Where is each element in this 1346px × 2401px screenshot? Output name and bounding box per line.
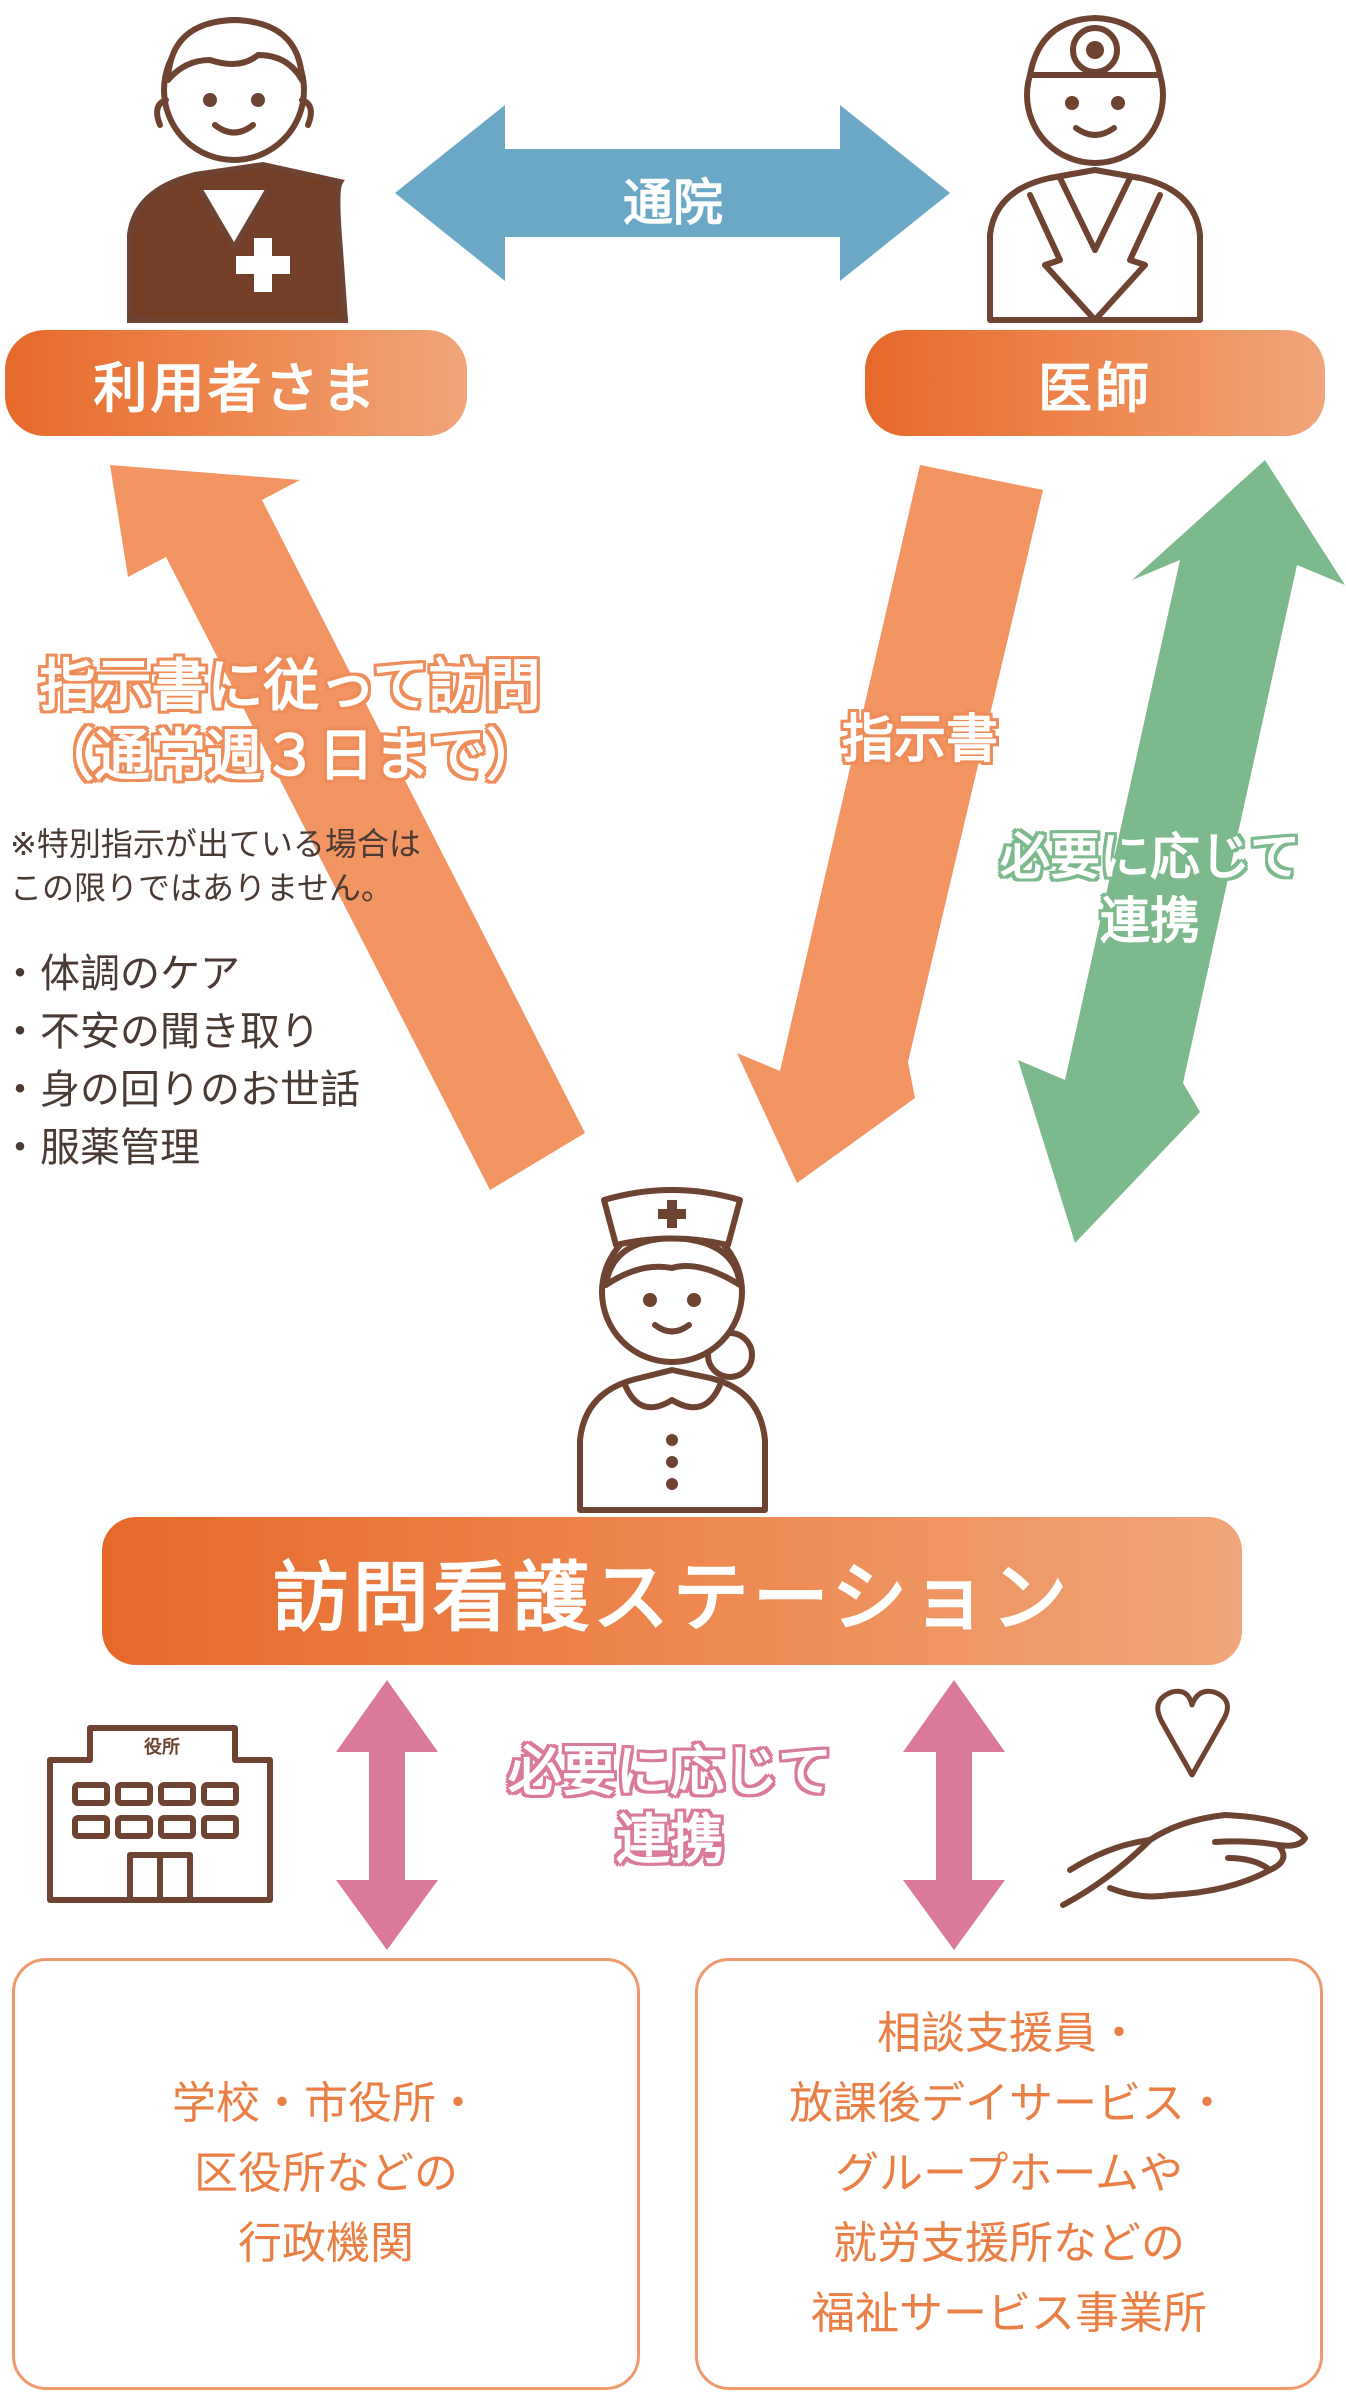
arrow-user-doctor [395,105,950,281]
doctor-icon [987,15,1203,323]
arrow-station-welfare [903,1680,1005,1950]
care-list: 体調のケア 不安の聞き取り 身の回りのお世話 服薬管理 [0,945,560,1177]
government-line: 学校・市役所・ [172,2078,480,2129]
label-station-orgs: 必要に応じて 連携 [470,1738,870,1874]
note-line2: この限りではありません。 [10,869,394,907]
nurse-icon [577,1187,768,1513]
special-instruction-note: ※特別指示が出ている場合は この限りではありません。 [10,822,570,910]
care-item: 体調のケア [0,945,560,1003]
government-building-sign: 役所 [144,1736,180,1758]
label-doctor-station: 指示書 [841,710,998,770]
label-user-doctor: 通院 [623,174,723,232]
label-doctor-station-collab-line1: 必要に応じて [1000,828,1300,886]
label-doctor-station-collab-line2: 連携 [1100,892,1200,950]
government-line: 区役所などの [194,2148,458,2199]
welfare-line: グループホームや [834,2148,1184,2199]
label-station-user-line2: （通常週３日まで） [38,724,542,789]
arrow-station-government [336,1680,438,1950]
patient-icon [127,17,349,323]
label-station-user: 指示書に従って訪問 （通常週３日まで） [0,652,580,792]
care-item: 身の回りのお世話 [0,1061,560,1119]
welfare-box: 相談支援員・ 放課後デイサービス・ グループホームや 就労支援所などの 福祉サー… [695,1958,1323,2390]
doctor-label: 医師 [865,330,1325,436]
arrow-doctor-station-collab [1018,460,1345,1243]
arrow-doctor-station [737,465,1043,1183]
label-station-user-line1: 指示書に従って訪問 [39,654,541,719]
care-item: 服薬管理 [0,1119,560,1177]
label-doctor-station-collab: 必要に応じて 連携 [955,825,1345,953]
label-station-orgs-line1: 必要に応じて [508,1740,832,1803]
hand-heart-icon [1060,1688,1308,1908]
user-label: 利用者さま [5,330,467,436]
label-station-orgs-line2: 連携 [616,1808,724,1871]
welfare-line: 就労支援所などの [833,2218,1185,2269]
care-item: 不安の聞き取り [0,1003,560,1061]
government-building-icon: 役所 [47,1725,273,1903]
welfare-line: 放課後デイサービス・ [789,2078,1229,2129]
welfare-line: 福祉サービス事業所 [811,2288,1207,2339]
government-line: 行政機関 [238,2218,414,2269]
note-line1: ※特別指示が出ている場合は [10,825,421,863]
station-label: 訪問看護ステーション [102,1517,1242,1665]
welfare-line: 相談支援員・ [877,2008,1141,2059]
government-box: 学校・市役所・ 区役所などの 行政機関 [12,1958,640,2390]
